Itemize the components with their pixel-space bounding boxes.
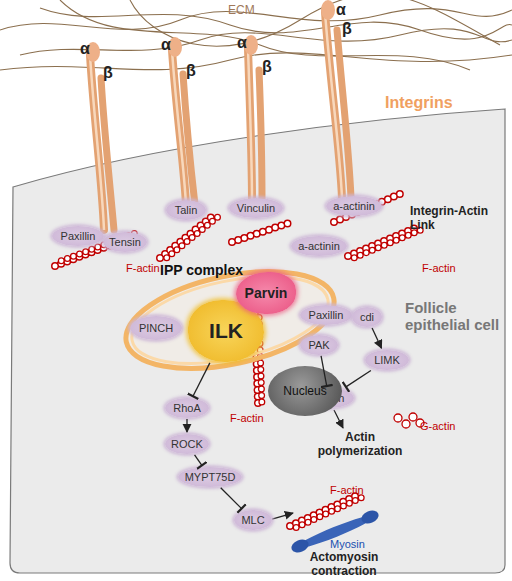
g-actin-bead [402,420,410,428]
cell-outline: Follicle epithelial cellPaxillinTensinTa… [5,105,510,577]
integrin-subunit: β [186,62,196,80]
node-label: ROCK [171,438,203,450]
integrin-subunit: β [103,64,113,82]
g-actin-label: G-actin [420,420,455,432]
complex-title: IPP complex [160,262,243,278]
protein-blob: Tensin [103,232,147,252]
protein-blob: Talin [166,200,206,220]
cell-title: Follicle epithelial cell [405,300,505,333]
f-actin-label: F-actin [330,484,364,496]
node-label: PAK [308,339,329,351]
ecm-fiber [0,53,512,70]
parvin-blob: Parvin [236,272,296,314]
protein-blob: ROCK [165,434,209,454]
g-actin-bead [394,414,402,422]
integrin-alpha [248,48,252,200]
g-actin-bead [409,413,417,421]
protein-blob: Paxillin [52,226,104,246]
integrin-beta [259,70,262,200]
node-label: Talin [175,204,198,216]
f-actin-label: F-actin [422,262,456,274]
node-label: cdi [360,311,374,323]
integrins-label: Integrins [385,94,453,112]
myosin-label: Myosin [330,538,365,550]
node-label: Nucleus [283,384,326,398]
node-label: RhoA [173,402,201,414]
protein-blob: LIMK [365,350,409,370]
protein-blob: Vinculin [229,198,283,218]
protein-blob: cdi [352,307,382,327]
nucleus-ellipse: Nucleus [268,366,342,416]
integrin-head [321,0,335,20]
process-label: Actomyosin contraction [292,550,396,578]
integrin-subunit: α [336,1,346,19]
protein-blob: PAK [300,335,338,355]
protein-blob: PINCH [130,316,182,340]
node-label: a-actinin [298,240,340,252]
protein-blob: MYPT75D [178,467,242,487]
protein-blob: MLC [234,510,272,530]
node-label: Paxillin [61,230,96,242]
integrin-subunit: β [262,58,272,76]
f-actin-label: F-actin [230,412,264,424]
integrin-subunit: β [342,20,352,38]
node-label: MLC [241,514,264,526]
section-label: Integrin-Actin Link [410,204,500,232]
protein-blob: a-actinin [326,196,382,216]
cell-membrane [10,109,505,573]
integrin-beta [337,30,351,198]
ecm-fiber [0,9,512,30]
ecm-fiber [130,0,500,46]
f-actin-label: F-actin [126,262,160,274]
integrin-subunit: α [80,40,90,58]
ecm-label: ECM [228,3,255,17]
node-label: Tensin [109,236,141,248]
complex-ring-outline [118,262,343,374]
integrin-subunit: α [237,34,247,52]
integrin-alpha [248,48,252,200]
node-label: LIMK [374,354,400,366]
node-label: PINCH [139,322,173,334]
node-label: Vinculin [237,202,275,214]
protein-blob: a-actinin [291,236,347,256]
node-label: MYPT75D [185,471,236,483]
node-label: Parvin [245,285,288,301]
node-label: ILK [209,319,243,343]
node-label: a-actinin [333,200,375,212]
ecm-fibers [0,0,512,70]
protein-blob: RhoA [165,398,209,418]
process-label: Actin polymerization [312,430,408,458]
node-label: Paxillin [309,309,344,321]
protein-blob: Paxillin [300,305,352,325]
integrin-subunit: α [161,36,171,54]
